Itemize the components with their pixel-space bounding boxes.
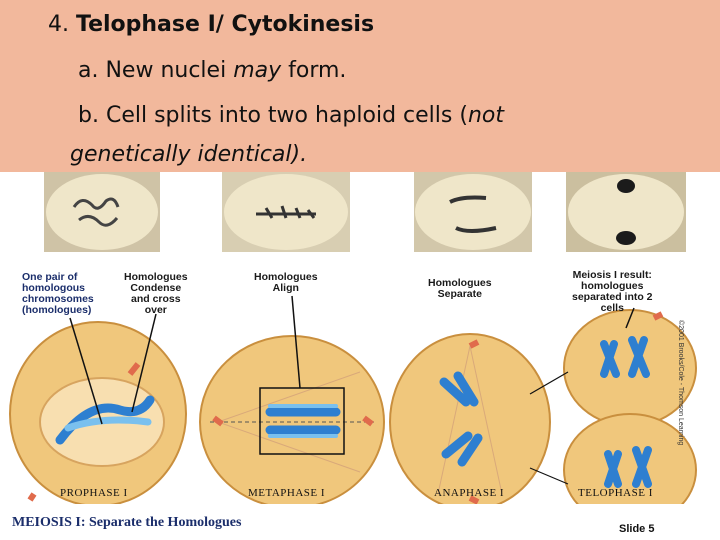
phase-prophase: PROPHASE I [60, 487, 128, 499]
micrograph-prophase [44, 172, 160, 252]
micrograph-metaphase [222, 172, 350, 252]
phase-telophase: TELOPHASE I [578, 487, 653, 499]
point-a: a. New nuclei may form. [78, 58, 347, 83]
copyright-notice: ©2001 Brooks/Cole - Thomson Learning [677, 320, 684, 446]
micrograph-telophase [566, 172, 686, 252]
footer-title: MEIOSIS I: Separate the Homologues [12, 515, 242, 530]
point-b: b. Cell splits into two haploid cells (n… [78, 103, 504, 128]
point-b-continued: genetically identical). [70, 142, 308, 167]
meiosis-diagram [8, 295, 712, 540]
heading-line: 4. Telophase I/ Cytokinesis [48, 12, 375, 37]
header-banner [0, 0, 720, 172]
phase-metaphase: METAPHASE I [248, 487, 326, 499]
slide-number: Slide 5 [619, 523, 655, 535]
micrograph-anaphase [414, 172, 532, 252]
phase-anaphase: ANAPHASE I [434, 487, 505, 499]
